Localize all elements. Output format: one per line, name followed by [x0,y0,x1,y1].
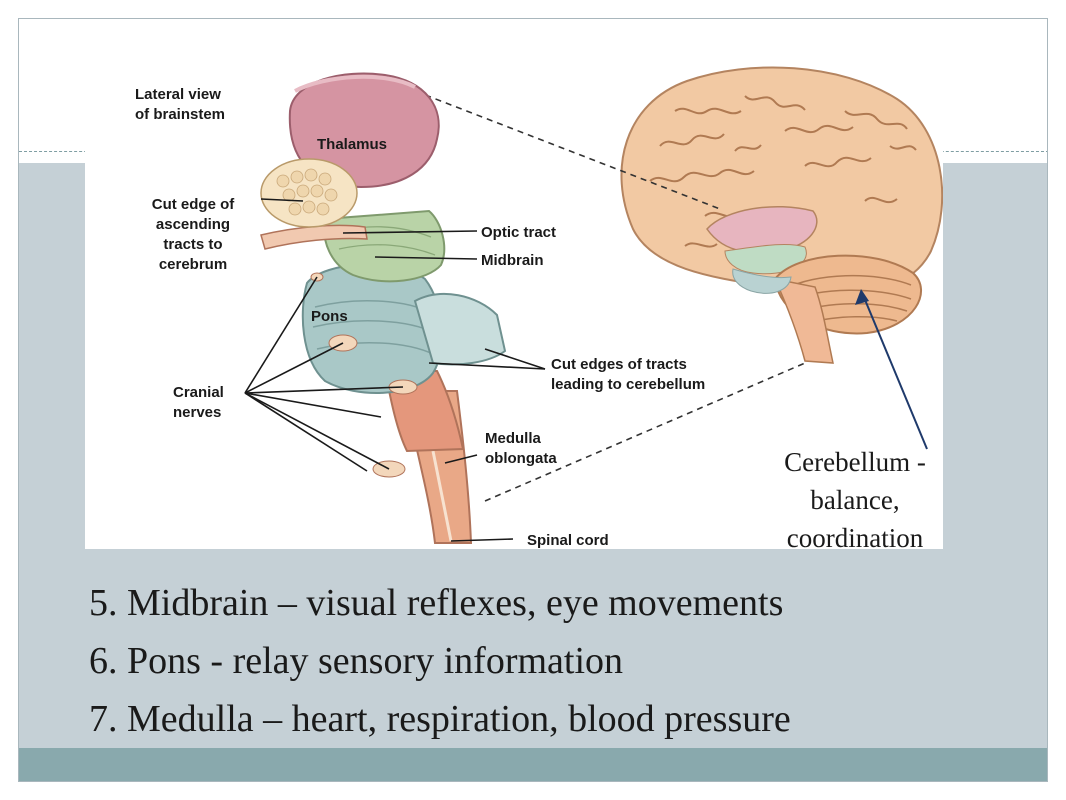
footer-bar [19,748,1047,781]
figure-heading-line-2: of brainstem [135,106,225,123]
label-cut-edge-line-2: ascending [156,216,230,233]
label-cut-edge-line-1: Cut edge of [152,196,235,213]
label-cut-edges-line-1: Cut edges of tracts [551,356,687,373]
cerebellum-caption-line-3: coordination [786,523,924,553]
figure-heading-line-1: Lateral view [135,86,221,103]
bullet-medulla: 7. Medulla – heart, respiration, blood p… [89,698,791,740]
cerebellum-arrow [855,289,928,450]
label-cut-edges-line-2: leading to cerebellum [551,376,705,393]
bullet-list: 5. Midbrain – visual reflexes, eye movem… [89,574,791,748]
whole-brain-drawing [620,66,943,364]
bullet-pons: 6. Pons - relay sensory information [89,640,624,682]
label-cranial-nerves-line-2: nerves [173,404,221,421]
cerebellum-caption: Cerebellum - balance, coordination [761,443,949,557]
label-thalamus: Thalamus [317,136,387,153]
label-medulla-line-1: Medulla [485,430,541,447]
label-cranial-nerves-line-1: Cranial [173,384,224,401]
brainstem-drawing [260,72,507,544]
cerebellum-caption-line-1: Cerebellum - [784,447,926,477]
label-cut-edge-line-3: tracts to [163,236,222,253]
slide: Lateral view of brainstem Thalamus Cut e… [18,18,1048,782]
leader-lines [244,198,546,542]
brainstem-figure: Lateral view of brainstem Thalamus Cut e… [85,51,943,553]
label-pons: Pons [311,308,348,325]
label-medulla-line-2: oblongata [485,450,557,467]
label-midbrain: Midbrain [481,252,544,269]
label-spinal-cord: Spinal cord [527,532,609,549]
label-optic-tract: Optic tract [481,224,556,241]
brainstem-illustration: Lateral view of brainstem Thalamus Cut e… [135,66,943,549]
label-cut-edge-line-4: cerebrum [159,256,227,273]
bullet-midbrain: 5. Midbrain – visual reflexes, eye movem… [89,582,784,624]
guide-lines [414,90,806,502]
cerebellum-caption-line-2: balance, [810,485,900,515]
